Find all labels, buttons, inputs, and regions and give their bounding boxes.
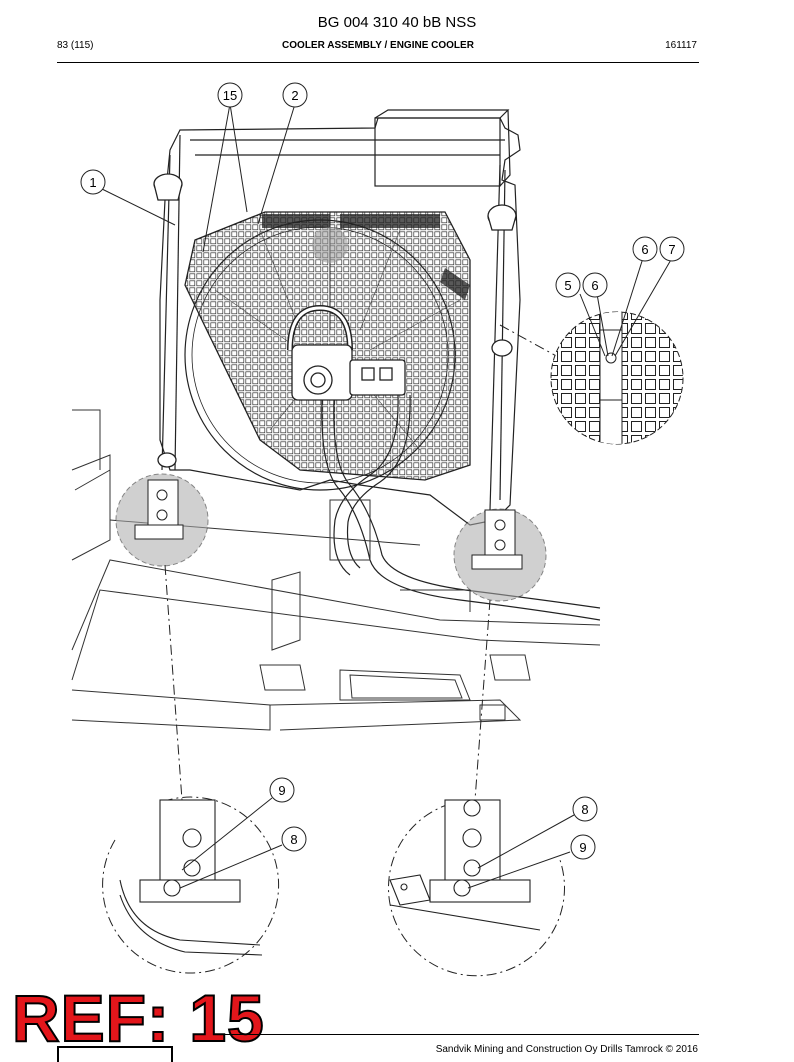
- callout-5: 5: [555, 272, 581, 298]
- date-code: 161117: [665, 40, 697, 51]
- footer-rule: [225, 1034, 699, 1035]
- section-title: COOLER ASSEMBLY / ENGINE COOLER: [282, 40, 474, 51]
- document-title: BG 004 310 40 bB NSS: [317, 14, 477, 31]
- pipe-ends: [153, 173, 517, 468]
- ref-stamp: REF: 15: [11, 981, 265, 1055]
- svg-text:2: 2: [291, 88, 298, 103]
- svg-text:15: 15: [223, 88, 237, 103]
- cooler-frame: [159, 109, 521, 526]
- company-logo: [57, 1046, 173, 1062]
- projection-lines: [164, 324, 561, 801]
- callout-15: 15: [217, 82, 243, 108]
- callout-leaders: [101, 103, 673, 889]
- mount-highlights: [115, 473, 547, 602]
- svg-text:8: 8: [581, 802, 588, 817]
- hydraulic-motor: [287, 304, 406, 401]
- svg-text:8: 8: [290, 832, 297, 847]
- detail-view-mesh: [550, 311, 684, 445]
- callout-7: 7: [659, 236, 685, 262]
- callout-9-right: 9: [570, 834, 596, 860]
- svg-text:5: 5: [564, 278, 571, 293]
- callout-1: 1: [80, 169, 106, 195]
- svg-text:1: 1: [89, 175, 96, 190]
- page-counter: 83 (115): [57, 40, 94, 51]
- callout-8-right: 8: [572, 796, 598, 822]
- footer-copyright: Sandvik Mining and Construction Oy Drill…: [435, 1044, 698, 1055]
- svg-text:9: 9: [579, 840, 586, 855]
- svg-text:6: 6: [641, 242, 648, 257]
- callout-6-top: 6: [632, 236, 658, 262]
- svg-text:9: 9: [278, 783, 285, 798]
- header-rule: [57, 62, 699, 63]
- callout-8-left: 8: [281, 826, 307, 852]
- callout-2: 2: [282, 82, 308, 108]
- detail-view-right-mount: [387, 799, 565, 977]
- svg-text:6: 6: [591, 278, 598, 293]
- svg-text:7: 7: [668, 242, 675, 257]
- hydraulic-hoses: [321, 394, 601, 621]
- detail-view-left-mount: [102, 796, 280, 974]
- callout-6-bottom: 6: [582, 272, 608, 298]
- callout-9-left: 9: [269, 777, 295, 803]
